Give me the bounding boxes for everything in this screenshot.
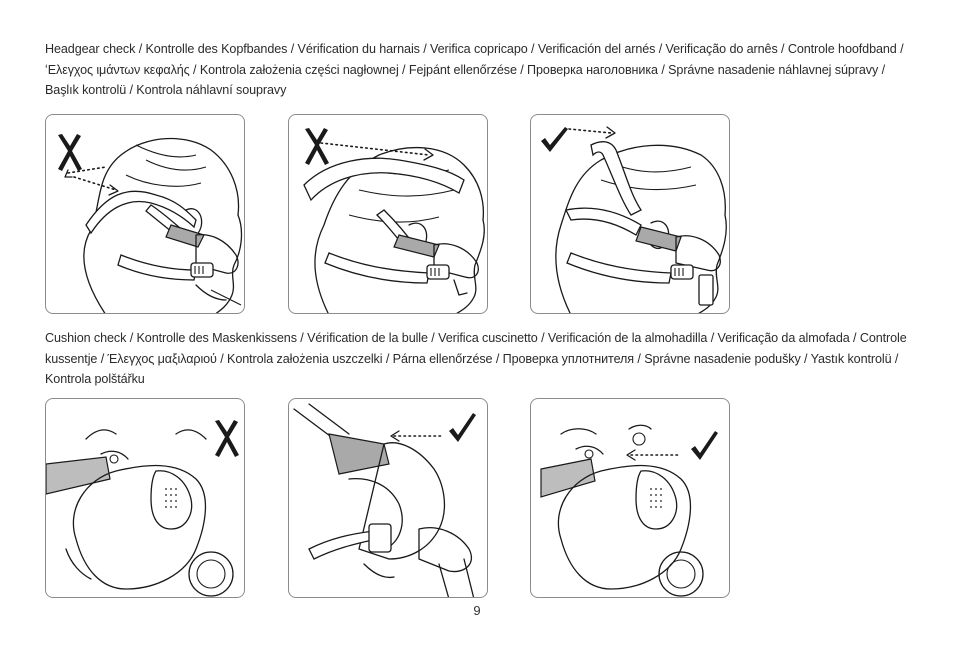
- cross-mark-icon: [58, 134, 82, 171]
- headgear-panel-2-incorrect: [288, 114, 488, 314]
- cushion-check-instructions: Cushion check / Kontrolle des Maskenkiss…: [45, 331, 907, 386]
- cross-mark-icon: [305, 128, 329, 165]
- headgear-panel-3-correct: [530, 114, 730, 314]
- cushion-illustration-2: [293, 403, 475, 597]
- cushion-panel-2-correct: [288, 398, 488, 598]
- cushion-panel-3-correct: [530, 398, 730, 598]
- cushion-illustration-3: [540, 424, 704, 597]
- cushion-panel-1-incorrect: [45, 398, 245, 598]
- check-mark-icon: [541, 127, 568, 152]
- check-mark-icon: [449, 413, 476, 442]
- headgear-check-instructions: Headgear check / Kontrolle des Kopfbande…: [45, 42, 904, 97]
- headgear-panel-1-incorrect: [45, 114, 245, 314]
- headgear-illustration-1: [64, 137, 243, 313]
- headgear-illustration-3: [555, 126, 727, 313]
- check-mark-icon: [691, 431, 718, 460]
- headgear-illustration-2: [303, 142, 485, 313]
- page-number: 9: [473, 603, 481, 618]
- cushion-illustration-1: [46, 429, 234, 597]
- cross-mark-icon: [215, 420, 239, 457]
